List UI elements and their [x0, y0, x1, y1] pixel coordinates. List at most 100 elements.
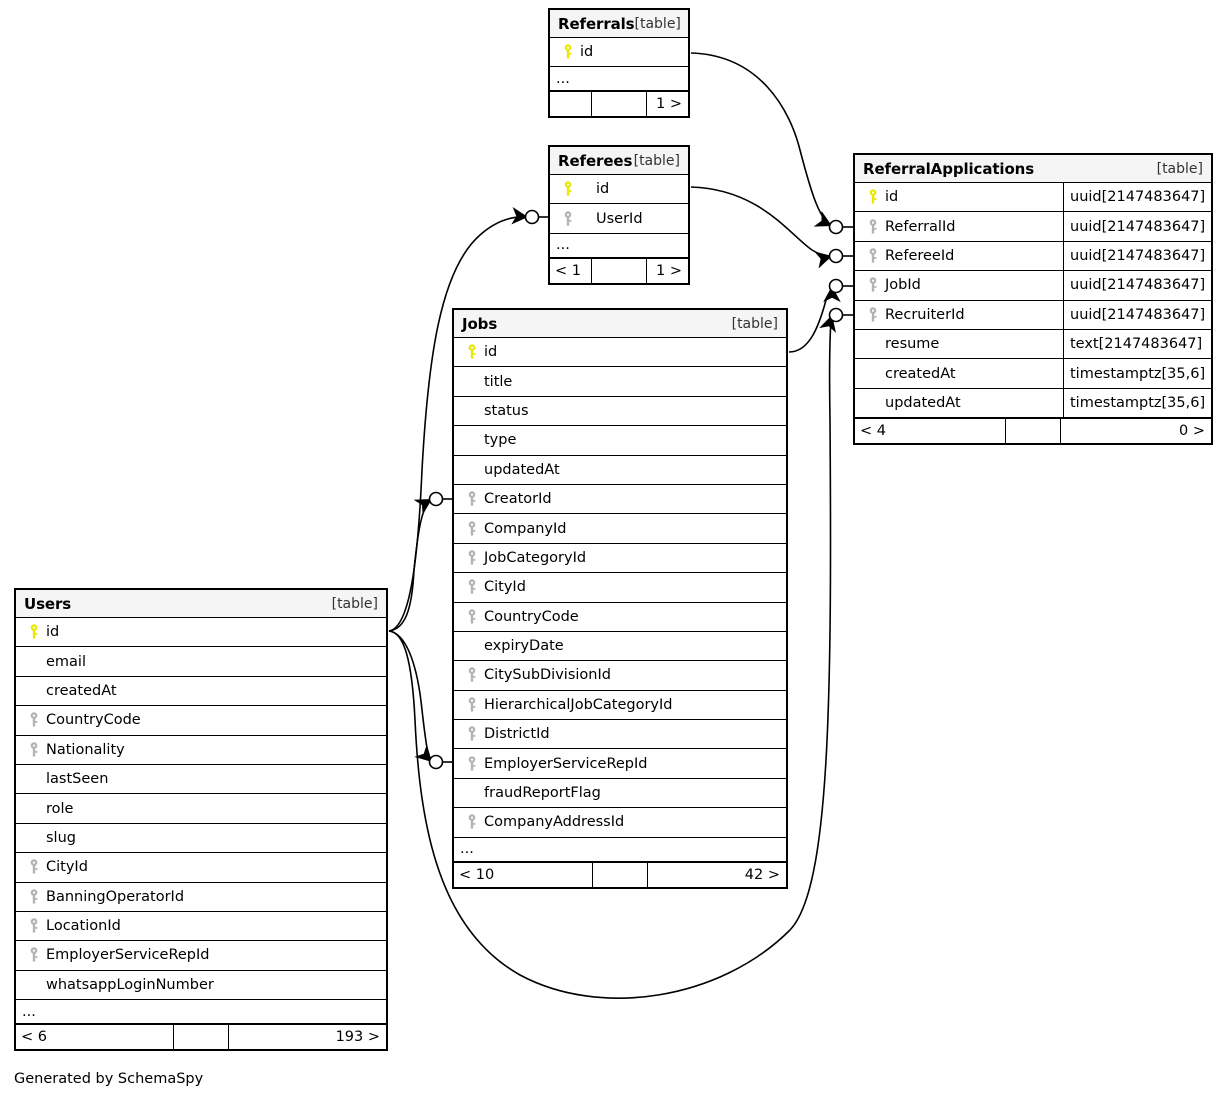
table-row[interactable]: id — [454, 338, 786, 368]
column-name: BanningOperatorId — [46, 888, 185, 905]
footer-child-count[interactable]: 1 > — [656, 262, 682, 279]
footer-child-count[interactable]: 42 > — [744, 866, 780, 883]
column-cell: CityId — [16, 859, 386, 875]
table-row[interactable]: expiryDate — [454, 631, 786, 662]
table-row[interactable]: HierarchicalJobCategoryId — [454, 690, 786, 721]
table-row[interactable]: lastSeen — [16, 764, 386, 795]
table-title: Jobs — [462, 314, 498, 333]
footer-spacer — [1006, 419, 1061, 444]
footer-spacer — [592, 258, 647, 283]
table-row[interactable]: CompanyId — [454, 514, 786, 544]
column-cell: createdAt — [855, 366, 1063, 382]
table-row[interactable]: role — [16, 794, 386, 824]
table-header-referees: Referees[table] — [550, 147, 688, 175]
table-row[interactable]: JobCategoryId — [454, 543, 786, 574]
table-row[interactable]: CitySubDivisionId — [454, 661, 786, 691]
table-kind-label: [table] — [634, 15, 681, 32]
table-row[interactable]: CompanyAddressId — [454, 808, 786, 838]
table-row[interactable]: CountryCode — [454, 602, 786, 632]
table-row[interactable]: id — [16, 618, 386, 648]
column-cell: createdAt — [16, 683, 386, 699]
more-columns-ellipsis[interactable]: ... — [16, 1000, 386, 1025]
column-cell: whatsappLoginNumber — [16, 977, 386, 993]
table-title: Referees — [558, 151, 633, 170]
footer-parent-count[interactable] — [550, 92, 592, 117]
table-row[interactable]: email — [16, 647, 386, 677]
column-type: timestamptz[35,6] — [1063, 359, 1211, 388]
footer-parent-count[interactable]: < 4 — [855, 419, 1006, 444]
key-slot — [558, 181, 578, 197]
column-name: CreatorId — [484, 491, 552, 508]
table-row[interactable]: DistrictId — [454, 720, 786, 750]
table-row[interactable]: id — [550, 38, 688, 68]
table-referrals[interactable]: Referrals[table] id... 1 > — [548, 8, 690, 119]
footer-parent-count[interactable]: < 1 — [550, 258, 592, 283]
column-name: email — [46, 653, 86, 670]
table-row[interactable]: id — [550, 175, 688, 205]
column-name: EmployerServiceRepId — [484, 755, 648, 772]
column-name: type — [484, 432, 517, 449]
column-name: EmployerServiceRepId — [46, 947, 210, 964]
column-name: Nationality — [46, 741, 125, 758]
table-row[interactable]: type — [454, 426, 786, 456]
table-row[interactable]: CreatorId — [454, 484, 786, 515]
table-row[interactable]: slug — [16, 823, 386, 854]
key-icon-foreign — [869, 277, 877, 292]
table-row[interactable]: title — [454, 367, 786, 397]
table-footer: < 10 42 > — [454, 861, 786, 887]
key-slot — [462, 550, 482, 566]
more-columns-ellipsis[interactable]: ... — [454, 838, 786, 862]
table-row[interactable]: EmployerServiceRepId — [16, 941, 386, 971]
more-columns-ellipsis[interactable]: ... — [550, 234, 688, 258]
column-cell: slug — [16, 830, 386, 846]
column-name: fraudReportFlag — [484, 785, 601, 802]
edge-referrals-to-referral-applications — [690, 52, 853, 235]
table-row[interactable]: status — [454, 396, 786, 427]
key-slot — [462, 755, 482, 772]
footer-parent-count[interactable]: < 10 — [454, 862, 593, 887]
column-cell: LocationId — [16, 918, 386, 934]
key-slot — [462, 667, 482, 683]
table-row[interactable]: fraudReportFlag — [454, 778, 786, 809]
key-icon-foreign — [30, 918, 38, 933]
key-icon-primary — [564, 181, 572, 196]
table-row[interactable]: Nationality — [16, 735, 386, 765]
column-name: CityId — [46, 859, 88, 876]
key-slot — [462, 726, 482, 742]
footer-child-count[interactable]: 0 > — [1179, 423, 1205, 440]
table-row[interactable]: LocationId — [16, 911, 386, 942]
table-row[interactable]: BanningOperatorId — [16, 882, 386, 912]
column-name: RecruiterId — [885, 306, 965, 323]
table-title: Referrals — [558, 14, 635, 33]
table-row[interactable]: whatsappLoginNumber — [16, 970, 386, 1001]
table-row[interactable]: CityId — [454, 573, 786, 603]
footer-child-count[interactable]: 193 > — [335, 1029, 380, 1046]
column-name: DistrictId — [484, 726, 550, 743]
column-name: CompanyId — [484, 520, 567, 537]
key-slot — [863, 307, 883, 323]
table-referees[interactable]: Referees[table] id UserId...< 1 1 > — [548, 145, 690, 285]
key-icon-foreign — [468, 491, 476, 506]
footer-parent-count[interactable]: < 6 — [16, 1025, 174, 1050]
table-row[interactable]: CityId — [16, 853, 386, 883]
table-row[interactable]: UserId — [550, 204, 688, 234]
table-row[interactable]: CountryCode — [16, 706, 386, 736]
table-row[interactable]: EmployerServiceRepId — [454, 749, 786, 779]
table-row[interactable]: createdAt — [16, 676, 386, 707]
more-columns-ellipsis[interactable]: ... — [550, 67, 688, 92]
footer-child-count[interactable]: 1 > — [656, 96, 682, 113]
column-name: RefereeId — [885, 247, 955, 264]
key-slot — [24, 624, 44, 640]
table-row[interactable]: updatedAt — [454, 455, 786, 485]
